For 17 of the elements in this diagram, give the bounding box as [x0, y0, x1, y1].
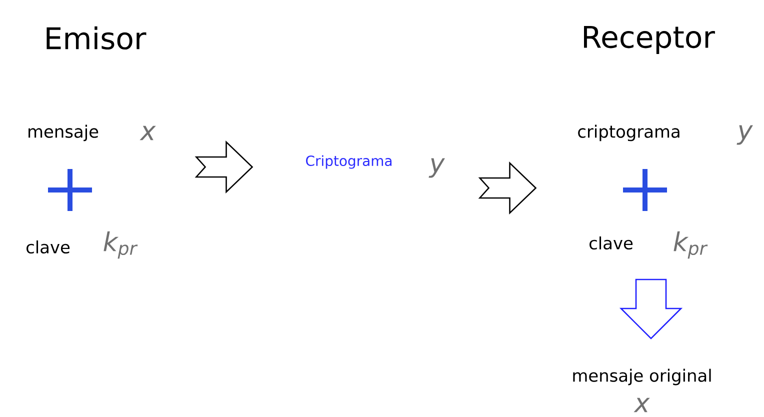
heading: Receptor — [584, 26, 715, 54]
node-text: Criptograma — [306, 155, 392, 169]
variable: x — [634, 398, 650, 412]
block-arrow — [478, 161, 537, 215]
block-arrow — [619, 278, 683, 340]
variable: k$_{pr}$ — [674, 231, 708, 259]
block-arrow — [194, 140, 254, 194]
node-text: criptograma — [578, 124, 680, 142]
variable: k$_{pr}$ — [104, 231, 138, 259]
heading: Emisor — [46, 26, 146, 50]
node-text: clave — [26, 240, 70, 254]
node-text: clave — [590, 236, 633, 250]
variable: x — [140, 126, 156, 140]
variable: y — [428, 158, 445, 178]
node-text: mensaje original — [573, 368, 711, 386]
node-text: mensaje — [28, 124, 98, 142]
variable: y — [736, 125, 753, 145]
